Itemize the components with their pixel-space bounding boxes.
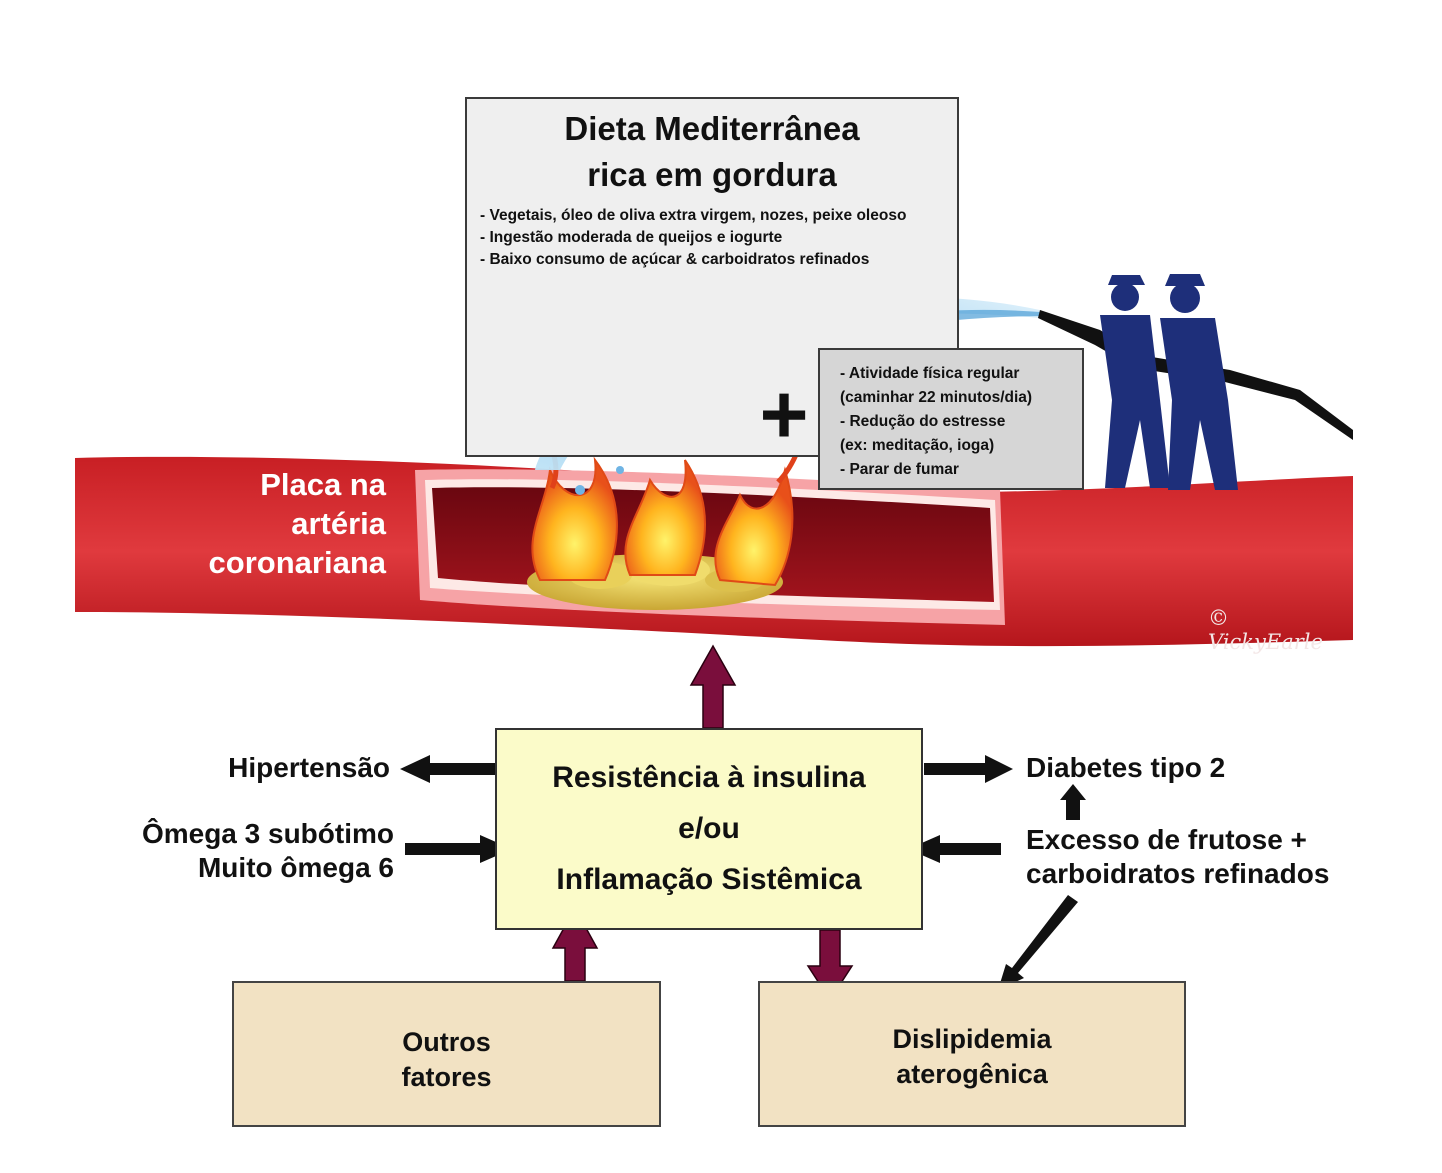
diet-item: - Baixo consumo de açúcar & carboidratos…	[480, 251, 870, 268]
hypertension-label: Hipertensão	[228, 752, 390, 783]
fructose-line2: carboidratos refinados	[1026, 858, 1330, 889]
artery-label-line1: Placa na	[260, 467, 386, 502]
fructose-line1: Excesso de frutose +	[1026, 824, 1307, 855]
plus-sign: +	[759, 367, 809, 461]
omega6-label: Muito ômega 6	[197, 852, 394, 883]
activity-item: - Atividade física regular	[840, 365, 1020, 382]
diet-item: - Ingestão moderada de queijos e iogurte	[480, 229, 783, 246]
firefighter-icon	[1038, 274, 1353, 490]
arrow-center-artery	[689, 644, 737, 729]
diet-title: Dieta Mediterrânea rica em gordura	[465, 106, 959, 198]
omega-labels: Ômega 3 subótimo Muito ômega 6	[90, 817, 394, 885]
diet-title-line2: rica em gordura	[587, 156, 837, 193]
arrow-fructose-dys	[998, 895, 1078, 990]
dys-line1: Dislipidemia	[892, 1024, 1052, 1054]
dys-line2: aterogênica	[896, 1059, 1048, 1089]
black-arrows	[400, 755, 1086, 990]
arrow-hypertension	[400, 755, 496, 783]
center-line1: Resistência à insulina	[552, 761, 866, 794]
center-line3: Inflamação Sistêmica	[556, 863, 862, 896]
other-factors-text: Outros fatores	[232, 1025, 661, 1095]
other-line2: fatores	[401, 1062, 492, 1092]
activity-item: - Redução do estresse	[840, 413, 1006, 430]
dyslipidemia-text: Dislipidemia aterogênica	[758, 1022, 1186, 1092]
diabetes-label: Diabetes tipo 2	[1026, 752, 1226, 783]
center-line2: e/ou	[678, 812, 740, 845]
artery-label-line2: artéria	[291, 506, 386, 541]
artist-signature: © VickyEarle	[1208, 606, 1323, 654]
activity-item: (caminhar 22 minutos/dia)	[840, 389, 1033, 406]
activity-box	[818, 348, 1084, 490]
diet-item: - Vegetais, óleo de oliva extra virgem, …	[480, 207, 907, 224]
other-line1: Outros	[402, 1027, 491, 1057]
fructose-labels: Excesso de frutose + carboidratos refina…	[1026, 823, 1386, 891]
activity-item: - Parar de fumar	[840, 461, 959, 478]
arrow-up-diabetes	[1060, 784, 1086, 820]
artery-label-line3: coronariana	[208, 545, 386, 580]
center-box-text: Resistência à insulina e/ou Inflamação S…	[495, 752, 923, 905]
activity-list: - Atividade física regular (caminhar 22 …	[840, 362, 1080, 482]
other-factors-box	[232, 981, 661, 1127]
diet-list: - Vegetais, óleo de oliva extra virgem, …	[480, 205, 960, 271]
arrow-fructose-in	[908, 835, 1001, 863]
arrow-omega	[405, 835, 512, 863]
omega3-label: Ômega 3 subótimo	[141, 818, 394, 849]
dyslipidemia-box	[758, 981, 1186, 1127]
fire-icon	[531, 429, 801, 587]
arrow-diabetes	[924, 755, 1013, 783]
center-box	[495, 728, 923, 930]
diet-title-line1: Dieta Mediterrânea	[564, 110, 860, 147]
artery-plaque-label: Placa na artéria coronariana	[150, 465, 386, 582]
activity-item: (ex: meditação, ioga)	[840, 437, 995, 454]
